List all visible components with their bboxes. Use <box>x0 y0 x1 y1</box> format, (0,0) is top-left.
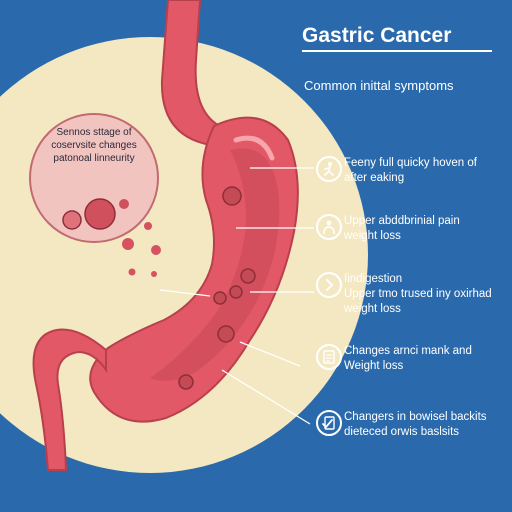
duodenum <box>32 328 107 471</box>
symptom-text: Iindigestion Upper tmo trused iny oxirha… <box>344 272 492 317</box>
cell-dot <box>151 245 161 255</box>
lesion <box>229 285 243 299</box>
cell-dot <box>122 238 134 250</box>
cell-dot <box>151 271 157 277</box>
symptom-line: weight loss <box>344 303 401 315</box>
inset-label-line: patonoal linneurity <box>53 153 135 164</box>
stomach-highlight <box>233 135 275 161</box>
inset-cell <box>119 199 129 209</box>
symptom-text: Feeny full quicky hoven of after eaking <box>344 156 477 186</box>
symptom-line: Weight loss <box>344 360 404 372</box>
symptom-line: after eaking <box>344 172 405 184</box>
symptom-text: Upper abddbrinial pain weight loss <box>344 214 460 244</box>
lesion <box>217 325 235 343</box>
leader-lines <box>159 167 314 425</box>
symptom-text: Changes arnci mank and Weight loss <box>344 344 472 374</box>
symptom-line: Changes arnci mank and <box>344 345 472 357</box>
symptom-line: Changers in bowisel backits <box>344 411 487 423</box>
lesion <box>222 186 242 206</box>
lesion <box>213 291 227 305</box>
person-eating-icon <box>316 156 342 182</box>
symptom-line: Feeny full quicky hoven of <box>344 157 477 169</box>
clipboard-icon <box>316 344 342 370</box>
inset-cell <box>62 210 82 230</box>
cell-dot <box>128 268 136 276</box>
symptom-line: weight loss <box>344 230 401 242</box>
stomach-shading <box>150 148 280 381</box>
inset-cell <box>84 198 116 230</box>
inset-label-line: coservsite changes <box>51 140 137 151</box>
inset-circle <box>29 113 159 243</box>
lesion <box>178 374 194 390</box>
symptom-line: Upper tmo trused iny oxirhad <box>344 288 492 300</box>
symptom-line: Upper abddbrinial pain <box>344 215 460 227</box>
check-document-icon <box>316 410 342 436</box>
arrow-right-icon <box>316 272 342 298</box>
lesion <box>240 268 256 284</box>
page-subtitle: Common inittal symptoms <box>304 78 454 93</box>
inset-label: Sennos sttage of coservsite changes pato… <box>44 126 144 165</box>
symptom-line: dieteced orwis baslsits <box>344 426 460 438</box>
page-title: Gastric Cancer <box>302 24 492 52</box>
symptom-line: Iindigestion <box>344 273 403 285</box>
symptom-text: Changers in bowisel backits dieteced orw… <box>344 410 487 440</box>
inset-label-line: Sennos sttage of <box>56 127 132 138</box>
person-pain-icon <box>316 214 342 240</box>
cell-dot <box>144 222 152 230</box>
